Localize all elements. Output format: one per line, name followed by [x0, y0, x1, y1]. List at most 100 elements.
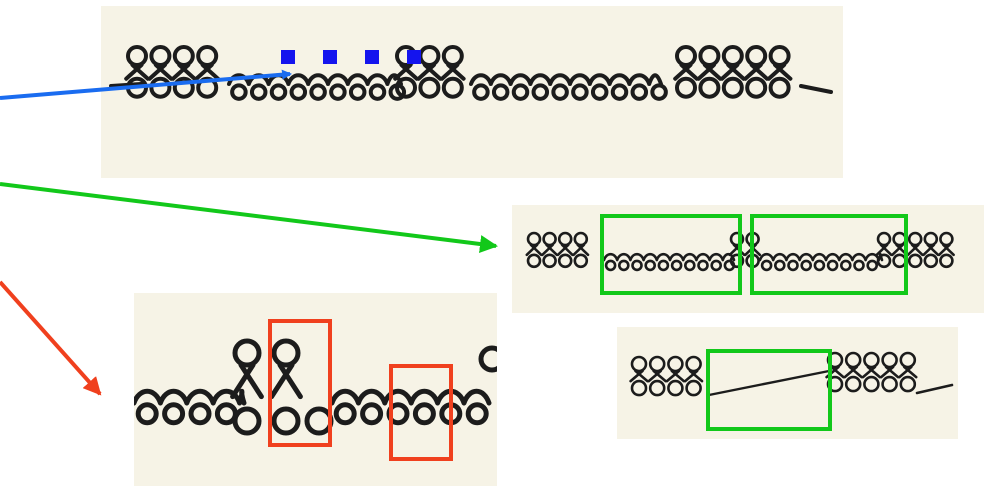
right-chain-1-ring	[684, 259, 696, 272]
zoom-chain-2	[329, 388, 492, 406]
red-highlight-box-2	[389, 364, 453, 461]
top-chain-2-ring	[610, 83, 629, 101]
line-b-picot-3-top-loop	[863, 351, 880, 369]
zoom-chain-1-ring	[135, 402, 159, 426]
right-chain-2-ring	[866, 259, 879, 272]
top-chain-2-ring	[531, 83, 550, 101]
top-left-picot-4-top-loop	[196, 45, 219, 67]
line-b-picot-1-stem-b	[830, 365, 845, 379]
zoom-picot-2-top-loop	[271, 338, 301, 368]
right-c-picot-1-stem-a	[875, 243, 889, 257]
top-right-picot-4-stem-b	[749, 63, 769, 81]
right-c-picot-1-stem-b	[879, 243, 893, 257]
right-a-ring-1	[526, 253, 542, 269]
right-chain-1-ring	[657, 259, 670, 272]
top-chain-1-ring	[289, 83, 308, 101]
top-chain-1-ring	[368, 83, 387, 101]
top-mid-picot-2-stem-a	[416, 63, 436, 81]
line-a-picot-4-stem-a	[683, 369, 699, 383]
top-right-picot-1-top-loop	[675, 45, 697, 67]
line-b-picot-2-stem-b	[848, 365, 863, 379]
zoom-chain-2-ring	[360, 402, 384, 426]
right-a-picot-4-stem-a	[572, 243, 586, 257]
right-a-picot-3-stem-a	[556, 243, 570, 257]
line-a-ring-3	[667, 379, 684, 397]
zoom-chain-2-ring	[412, 402, 436, 426]
top-right-ring-5	[768, 76, 791, 99]
top-mid-picot-3-stem-a	[440, 63, 460, 81]
line-a-ring-2	[648, 379, 666, 397]
top-left-picot-1-stem-a	[124, 63, 144, 81]
zoom-chain-2-ring	[333, 402, 357, 426]
zoom-picot-2-stem-a	[269, 362, 295, 400]
line-b-picot-3-stem-b	[866, 365, 882, 379]
top-chain-2-ring	[511, 83, 530, 101]
top-left-picot-3-stem-a	[171, 63, 191, 81]
right-a-ring-4	[573, 253, 589, 269]
blue-dotted-marker	[281, 50, 421, 64]
zoom-edge-loop	[478, 345, 497, 373]
right-a-picot-1-top-loop	[526, 231, 542, 247]
right-c-picot-5-top-loop	[939, 231, 954, 247]
top-chain-2-ring	[551, 83, 569, 101]
right-boxed-lace-drawing	[525, 214, 955, 295]
right-c-ring-1	[876, 253, 892, 269]
top-chain-1-ring	[348, 83, 367, 101]
right-chain-1-ring	[631, 259, 643, 272]
line-b-ring-2	[844, 375, 862, 393]
right-a-picot-4-stem-b	[576, 243, 590, 257]
red-highlight-box-1	[268, 319, 332, 447]
line-b-picot-4-top-loop	[881, 351, 898, 369]
line-a-picot-1-stem-a	[629, 369, 644, 383]
line-b-ring-3	[863, 375, 880, 393]
line-a-picot-2-stem-b	[652, 369, 667, 383]
top-chain-2	[469, 73, 663, 86]
red-pointer-arrow	[0, 280, 102, 396]
top-left-picot-1-top-loop	[126, 45, 148, 67]
right-c-picot-1-top-loop	[876, 231, 892, 247]
line-a-picot-3-stem-b	[670, 369, 686, 383]
top-chain-1-ring	[249, 83, 268, 101]
zoom-ring-1	[232, 406, 262, 436]
right-chain-2-ring	[787, 259, 799, 272]
top-chain-1-ring	[309, 83, 327, 101]
top-right-picot-1-stem-b	[679, 63, 699, 81]
bottom-zoom-lace-drawing	[134, 319, 497, 461]
line-a-ring-1	[630, 379, 648, 397]
top-right-picot-2-stem-b	[702, 63, 723, 81]
line-a-picot-1-top-loop	[630, 355, 648, 373]
top-left-picot-2-stem-a	[147, 63, 167, 81]
top-chain-2-ring	[590, 83, 609, 101]
right-c-picot-5-stem-a	[937, 243, 951, 257]
top-right-picot-5-top-loop	[768, 45, 791, 67]
right-chain-2-ring	[760, 259, 773, 272]
top-right-ring-1	[675, 76, 697, 99]
right-a-ring-3	[557, 253, 573, 269]
top-right-picot-4-stem-a	[743, 63, 763, 81]
line-a-picot-4-stem-b	[688, 369, 704, 383]
top-right-ring-4	[745, 76, 768, 99]
top-left-picot-3-top-loop	[172, 45, 195, 67]
top-lead-in	[109, 82, 143, 88]
right-a-picot-2-stem-b	[545, 243, 559, 257]
line-b-picot-2-top-loop	[844, 351, 862, 369]
bottom-zoom-lace-panel	[134, 293, 497, 486]
top-chain-1-ring	[329, 83, 347, 101]
zoom-picot-2-stem-b	[277, 362, 303, 400]
top-chain-1-ring	[269, 83, 288, 101]
top-mid-ring-3	[441, 76, 464, 99]
top-chain-2-ring	[472, 83, 490, 101]
top-lead-out	[799, 84, 833, 94]
right-a-picot-4-top-loop	[573, 231, 589, 247]
green-highlight-box-3	[706, 349, 832, 431]
line-a-picot-3-stem-a	[665, 369, 681, 383]
right-c-picot-5-stem-b	[942, 243, 955, 257]
top-lace-drawing	[109, 45, 833, 101]
green-pointer-arrow	[0, 182, 498, 253]
line-a-picot-1-stem-b	[634, 369, 649, 383]
top-left-ring-4	[196, 76, 219, 99]
right-a-ring-2	[542, 253, 557, 269]
line-a-picot-4-top-loop	[685, 355, 702, 373]
top-right-picot-5-stem-b	[773, 63, 793, 81]
